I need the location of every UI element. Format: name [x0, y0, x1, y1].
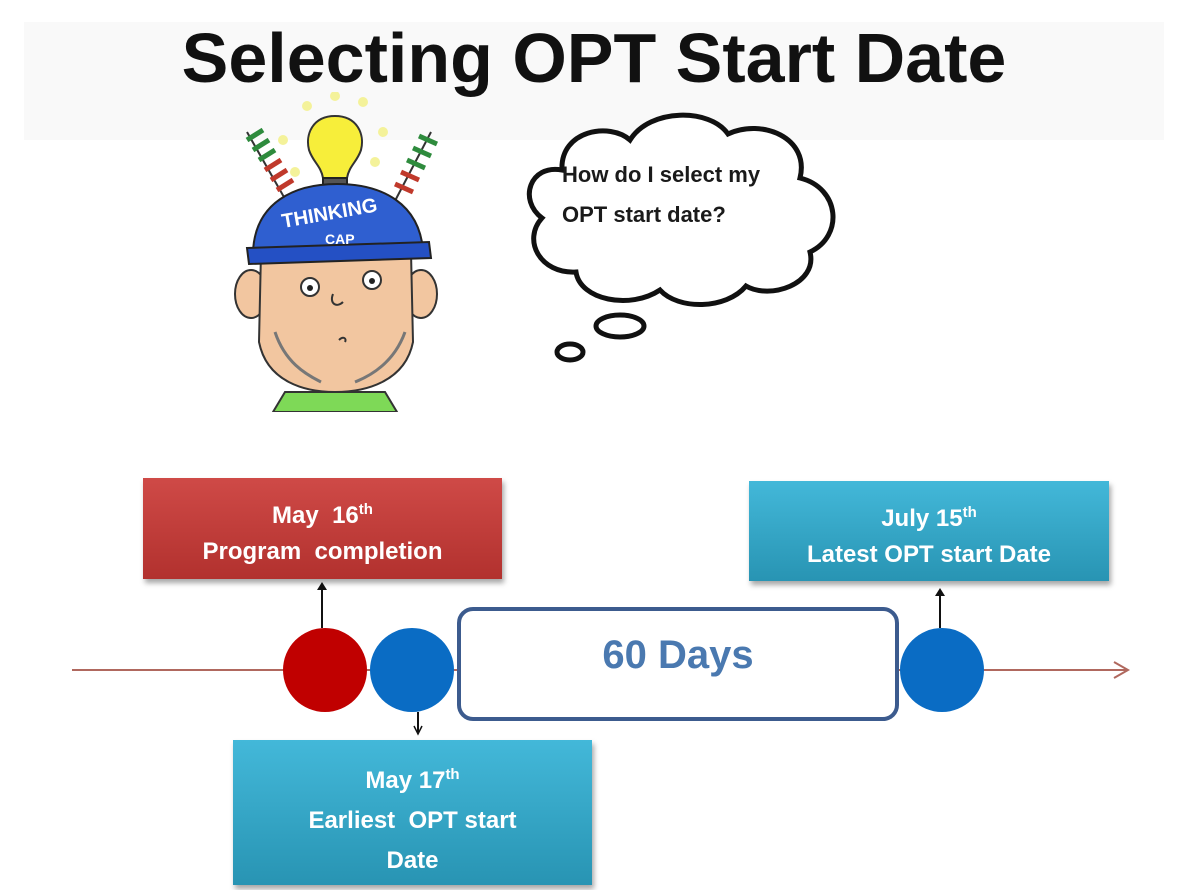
- thought-line-2: OPT start date?: [562, 202, 726, 227]
- cap-label-2: CAP: [325, 231, 355, 247]
- character-head: [234, 251, 438, 412]
- thinking-cap-helmet: THINKING CAP: [245, 182, 433, 266]
- day: 17: [418, 767, 446, 794]
- earliest-start-date: May 17th: [233, 755, 592, 801]
- ordinal-suffix: th: [445, 766, 460, 783]
- page-title: Selecting OPT Start Date: [181, 19, 1007, 97]
- ordinal-suffix: th: [358, 501, 373, 518]
- thought-line-1: How do I select my: [562, 162, 761, 187]
- month: May: [272, 502, 319, 529]
- program-completion-label: Program completion: [202, 538, 443, 565]
- duration-box: [457, 607, 899, 721]
- program-completion-box: May 16th Program completion: [143, 478, 502, 579]
- thought-text: How do I select my OPT start date?: [562, 155, 832, 235]
- latest-start-box: July 15th Latest OPT start Date: [749, 481, 1109, 581]
- lightbulb-glow: [278, 92, 388, 177]
- earliest-start-label-2: Date: [386, 847, 439, 874]
- earliest-start-box: May 17th Earliest OPT start Date: [233, 740, 592, 885]
- latest-start-label: Latest OPT start Date: [806, 541, 1052, 568]
- title-background: [24, 22, 1164, 140]
- ordinal-suffix: th: [962, 504, 977, 521]
- dot-latest-start: [900, 628, 984, 712]
- thought-cloud-icon: [526, 112, 836, 363]
- right-antenna-icon: [384, 131, 439, 221]
- arrow-up-icon: [317, 582, 327, 590]
- program-completion-date: May 16th: [143, 492, 502, 534]
- day: 16: [332, 502, 359, 529]
- latest-start-date: July 15th: [749, 495, 1109, 537]
- duration-label: 60 Days: [602, 633, 754, 677]
- timeline-svg: [72, 582, 1131, 736]
- arrow-up-icon: [935, 588, 945, 596]
- timeline-arrowhead-icon: [1113, 661, 1131, 679]
- month: July: [881, 505, 930, 532]
- dot-earliest-start: [370, 628, 454, 712]
- day: 15: [935, 505, 963, 532]
- arrow-down-icon: [413, 725, 423, 736]
- thinking-cap-illustration: THINKING CAP: [234, 92, 439, 412]
- month: May: [365, 767, 413, 794]
- earliest-start-label-1: Earliest OPT start: [308, 807, 517, 834]
- dot-program-completion: [283, 628, 367, 712]
